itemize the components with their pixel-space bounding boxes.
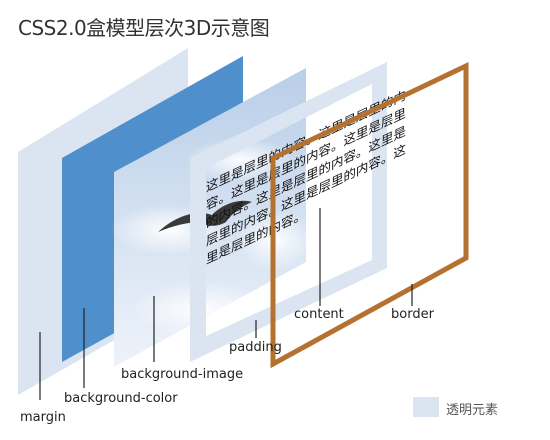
pointer-lines	[39, 208, 413, 400]
padding-label: padding	[229, 340, 282, 355]
background-image-label: background-image	[121, 367, 244, 382]
padding-layer	[190, 62, 387, 362]
margin-label: margin	[20, 410, 66, 425]
border-layer	[270, 62, 469, 369]
content-label: content	[294, 307, 344, 322]
border-label: border	[391, 307, 434, 322]
background-color-label: background-color	[64, 391, 178, 406]
legend-label: 透明元素	[446, 403, 499, 418]
page-title: CSS2.0盒模型层次3D示意图	[18, 16, 270, 40]
legend-swatch	[413, 397, 439, 417]
